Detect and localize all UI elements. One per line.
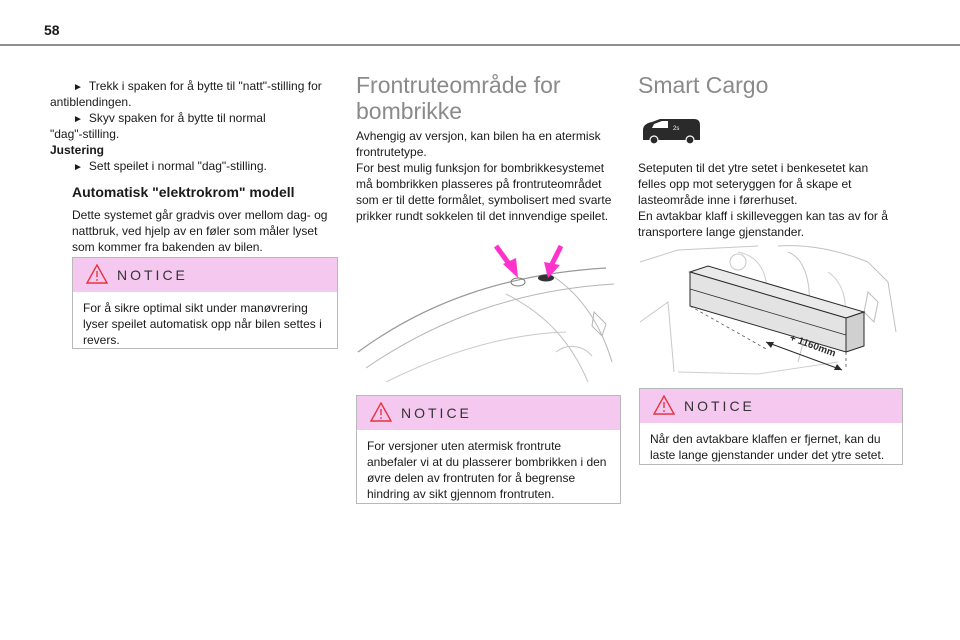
notice-line: anbefaler vi at du plasserer bombrikken … (367, 455, 607, 469)
section-title-cargo: Smart Cargo (638, 72, 769, 98)
body-line: felles opp mot seteryggen for å skape et (638, 177, 852, 191)
body-line: som er til dette formålet, symbolisert m… (356, 193, 612, 207)
body-line: nattbruk, ved hjelp av en føler som måle… (72, 224, 318, 238)
notice-body: Når den avtakbare klaffen er fjernet, ka… (640, 423, 902, 471)
notice-line: hindring av sikt gjennom frontruten. (367, 487, 555, 501)
bullet-night-line2: antiblendingen. (50, 95, 132, 109)
pointer-arrow-icon (493, 244, 518, 278)
notice-line: lyser speilet automatisk opp når bilen s… (83, 317, 322, 331)
body-line: må bombrikken plasseres på frontruteområ… (356, 177, 602, 191)
section-title-toll: Frontruteområde for (356, 72, 561, 98)
svg-text:2s: 2s (673, 126, 679, 132)
windscreen-illustration (357, 244, 615, 383)
warning-icon (653, 395, 675, 415)
section-heading-auto: Automatisk "elektrokrom" modell (72, 184, 295, 200)
notice-line: øvre delen av frontruten for å begrense (367, 471, 576, 485)
notice-line: Når den avtakbare klaffen er fjernet, ka… (650, 432, 881, 446)
notice-box-1: NOTICE For å sikre optimal sikt under ma… (72, 257, 338, 349)
notice-body: For å sikre optimal sikt under manøvreri… (73, 292, 337, 356)
body-line: transportere lange gjenstander. (638, 225, 805, 239)
notice-line: For versjoner uten atermisk frontrute (367, 439, 562, 453)
bullet-night-line1: Trekk i spaken for å bytte til "natt"-st… (73, 78, 341, 96)
notice-title: NOTICE (117, 267, 188, 283)
notice-line: laste lange gjenstander under det ytre s… (650, 448, 885, 462)
bullet-adjust: Sett speilet i normal "dag"-stilling. (73, 158, 267, 176)
body-line: lasteområde inne i førerhuset. (638, 193, 798, 207)
body-line: frontrutetype. (356, 145, 427, 159)
body-line: prikker rundt sokkelen til det innvendig… (356, 209, 609, 223)
warning-icon (86, 264, 108, 284)
section-title-toll-line2: bombrikke (356, 98, 463, 124)
notice-body: For versjoner uten atermisk frontrute an… (357, 430, 620, 510)
pointer-arrow-icon (544, 244, 564, 278)
body-line: En avtakbar klaff i skilleveggen kan tas… (638, 209, 888, 223)
body-line: For best mulig funksjon for bombrikkesys… (356, 161, 605, 175)
notice-title: NOTICE (401, 405, 472, 421)
body-line: Dette systemet går gradvis over mellom d… (72, 208, 328, 222)
warning-icon (370, 402, 392, 422)
notice-header: NOTICE (73, 258, 337, 292)
top-rule (0, 44, 960, 46)
bullet-day-line2: "dag"-stilling. (50, 127, 120, 141)
body-line: som kommer fra bakenden av bilen. (72, 240, 263, 254)
notice-box-3: NOTICE Når den avtakbare klaffen er fjer… (639, 388, 903, 465)
notice-title: NOTICE (684, 398, 755, 414)
notice-line: revers. (83, 333, 120, 347)
bullet-day-line1: Skyv spaken for å bytte til normal (73, 110, 266, 128)
notice-header: NOTICE (357, 396, 620, 430)
adjust-label: Justering (50, 143, 105, 157)
page-number: 58 (44, 22, 60, 38)
notice-header: NOTICE (640, 389, 902, 423)
notice-line: For å sikre optimal sikt under manøvreri… (83, 301, 308, 315)
cargo-illustration: + 1160mm (639, 245, 897, 375)
body-line: Avhengig av versjon, kan bilen ha en ate… (356, 129, 601, 143)
body-line: Seteputen til det ytre setet i benkesete… (638, 161, 869, 175)
notice-box-2: NOTICE For versjoner uten atermisk front… (356, 395, 621, 504)
van-icon: 2s (643, 119, 700, 145)
